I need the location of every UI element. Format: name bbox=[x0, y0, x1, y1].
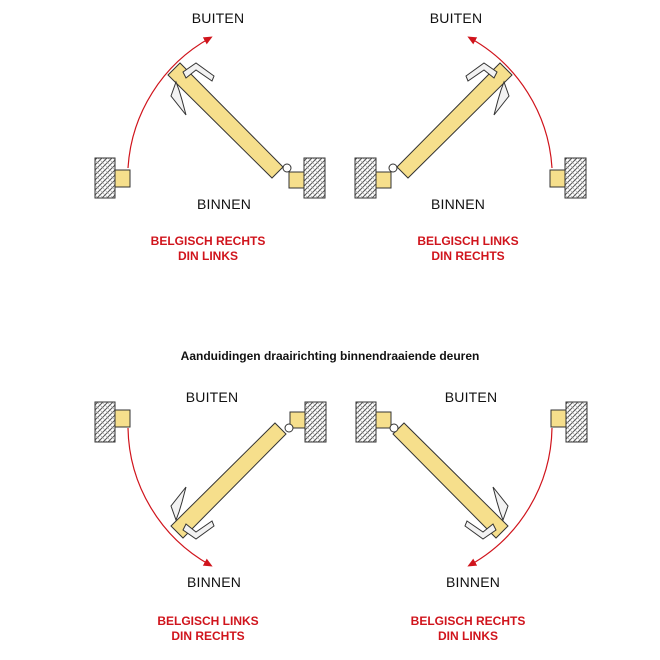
door-leaf bbox=[396, 62, 513, 179]
wall-left bbox=[354, 157, 377, 199]
inside-label: BINNEN bbox=[445, 574, 501, 590]
outside-label: BUITEN bbox=[185, 389, 239, 405]
caption-belgian: BELGISCH LINKS bbox=[157, 614, 259, 628]
door-leaf bbox=[392, 422, 509, 539]
jamb-right bbox=[549, 169, 566, 188]
door-leaf bbox=[167, 62, 284, 179]
door-handle-icon bbox=[170, 62, 215, 116]
hinge-icon bbox=[388, 163, 398, 173]
caption-din: DIN LINKS bbox=[438, 629, 498, 643]
caption-din: DIN RECHTS bbox=[171, 629, 245, 643]
outside-label: BUITEN bbox=[444, 389, 498, 405]
panel-2 bbox=[354, 36, 587, 199]
wall-right bbox=[303, 157, 326, 199]
inside-label: BINNEN bbox=[430, 196, 486, 212]
caption-belgian: BELGISCH RECHTS bbox=[410, 614, 526, 628]
wall-right bbox=[565, 401, 588, 443]
jamb-right bbox=[289, 411, 306, 429]
jamb-left bbox=[114, 169, 131, 188]
wall-left bbox=[94, 401, 116, 443]
door-handle-icon bbox=[464, 486, 509, 540]
page-title: Aanduidingen draairichting binnendraaien… bbox=[180, 349, 480, 363]
swing-arc bbox=[467, 36, 553, 169]
caption-belgian: BELGISCH RECHTS bbox=[150, 234, 266, 248]
door-handle-icon bbox=[170, 486, 215, 540]
swing-arc bbox=[127, 427, 213, 567]
swing-arc bbox=[467, 427, 553, 567]
outside-label: BUITEN bbox=[191, 10, 245, 26]
wall-left bbox=[355, 401, 377, 443]
inside-label: BINNEN bbox=[186, 574, 242, 590]
wall-left bbox=[94, 157, 116, 199]
panel-3 bbox=[94, 401, 327, 567]
caption-belgian: BELGISCH LINKS bbox=[417, 234, 519, 248]
panel-4 bbox=[355, 401, 588, 567]
hinge-icon bbox=[284, 423, 294, 433]
door-leaf bbox=[170, 422, 287, 539]
panel-1 bbox=[94, 36, 326, 199]
door-handle-icon bbox=[465, 62, 510, 116]
jamb-left bbox=[375, 171, 392, 189]
jamb-right bbox=[550, 409, 567, 428]
hinge-icon bbox=[389, 423, 399, 433]
caption-din: DIN LINKS bbox=[178, 249, 238, 263]
swing-arc bbox=[127, 36, 213, 169]
caption-din: DIN RECHTS bbox=[431, 249, 505, 263]
inside-label: BINNEN bbox=[196, 196, 252, 212]
outside-label: BUITEN bbox=[429, 10, 483, 26]
jamb-left bbox=[375, 411, 392, 429]
wall-right bbox=[564, 157, 587, 199]
jamb-left bbox=[114, 409, 131, 428]
jamb-right bbox=[288, 171, 305, 189]
hinge-icon bbox=[282, 163, 292, 173]
wall-right bbox=[304, 401, 327, 443]
